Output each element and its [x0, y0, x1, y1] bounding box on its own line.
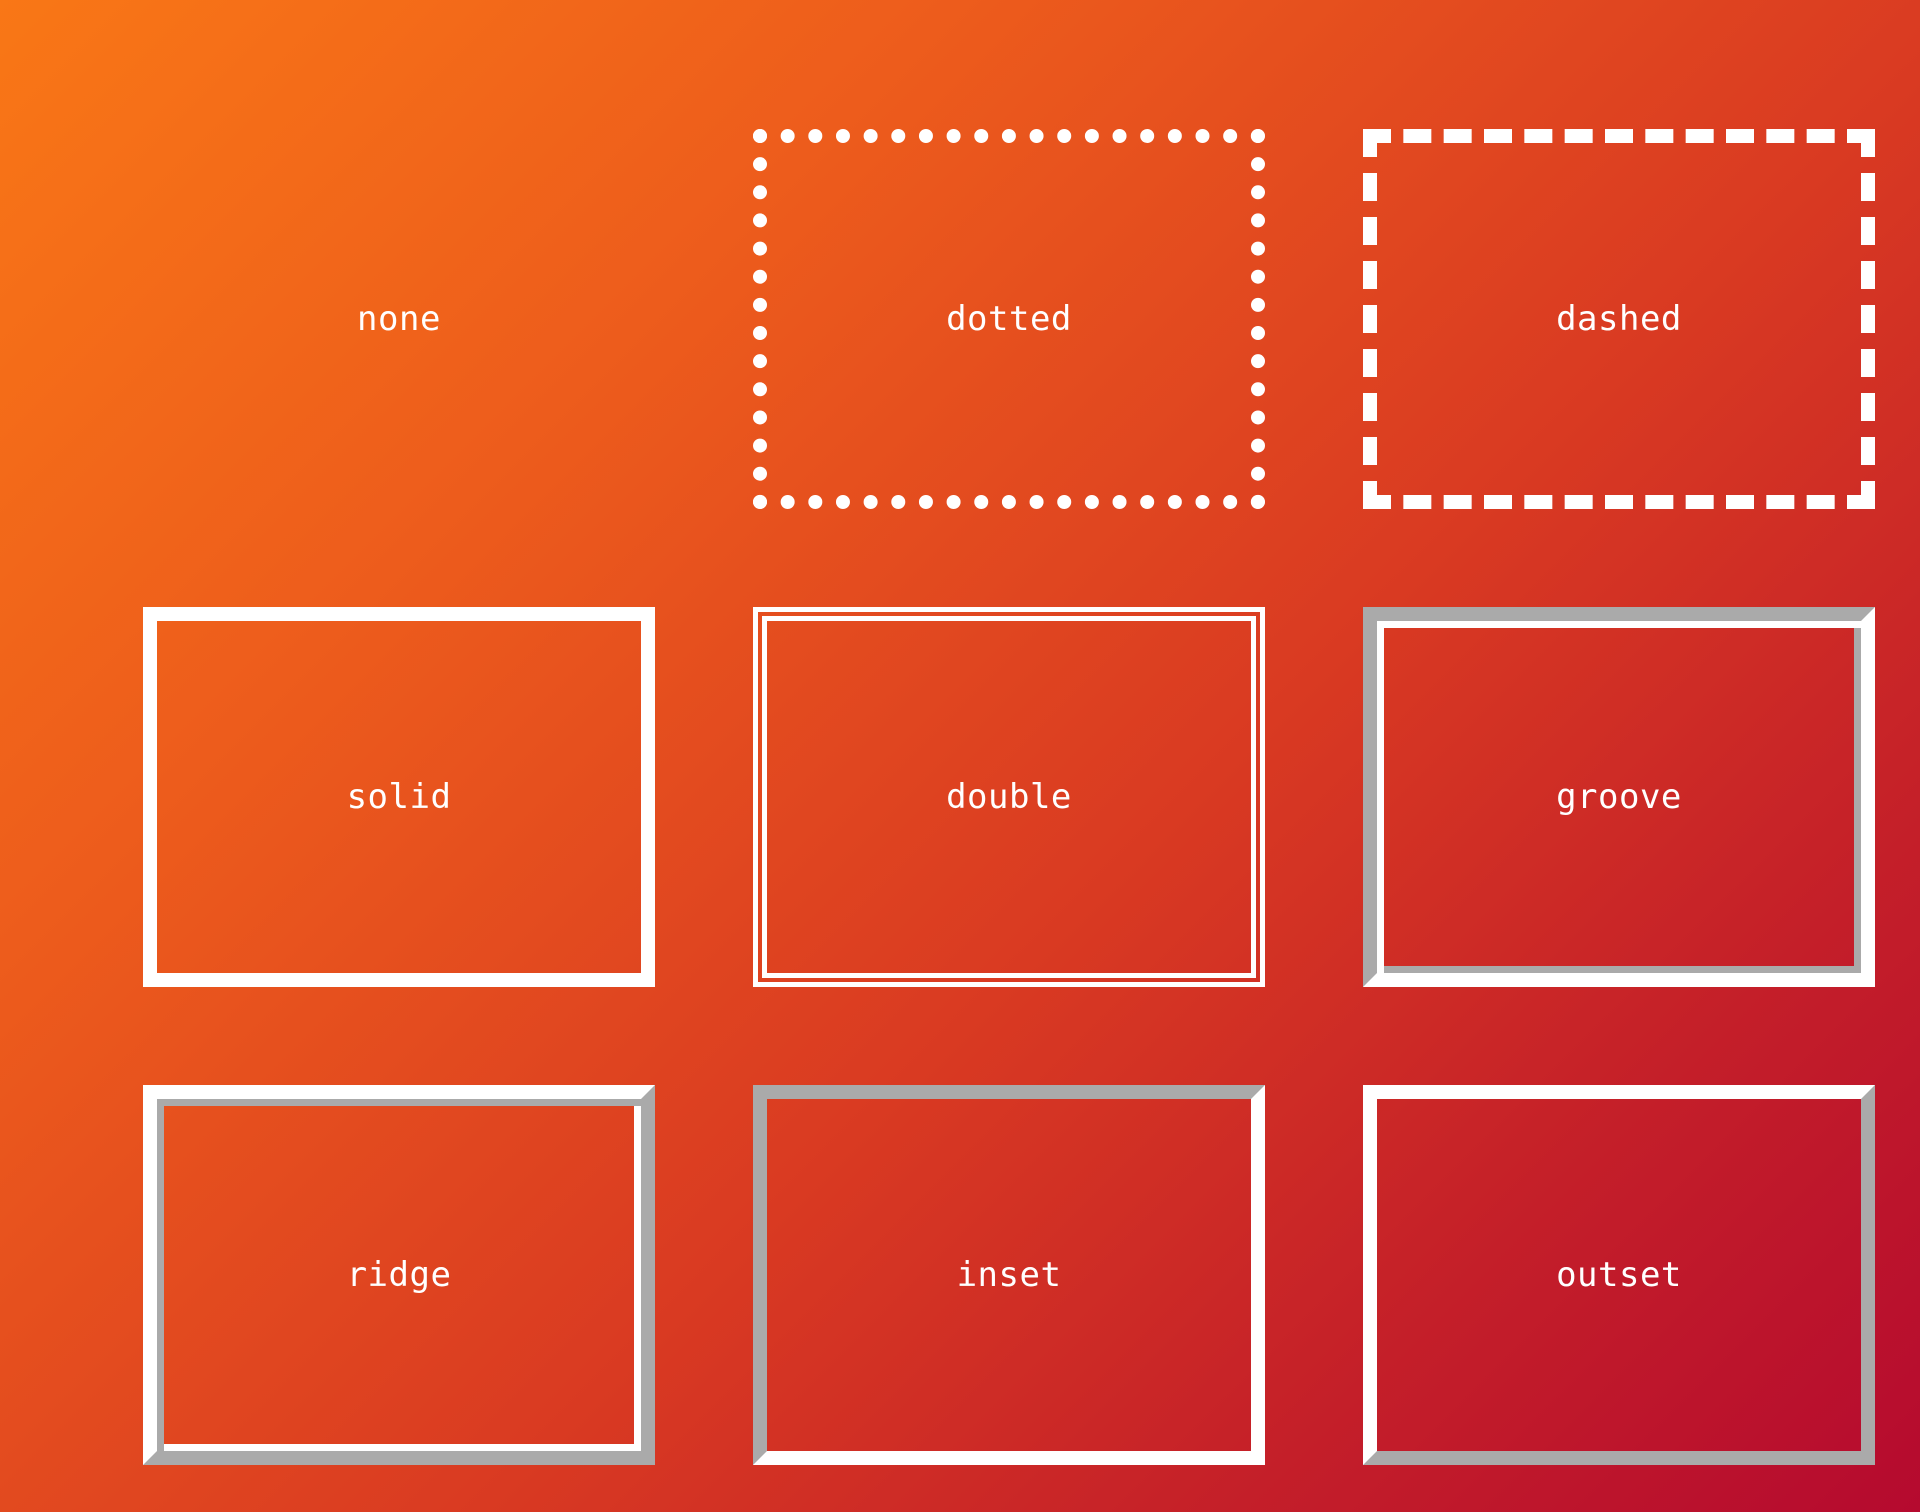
border-style-cell-outset: outset	[1363, 1085, 1875, 1465]
border-style-cell-dashed: dashed	[1363, 129, 1875, 509]
border-style-cell-ridge: ridge	[143, 1085, 655, 1465]
border-style-cell-solid: solid	[143, 607, 655, 987]
border-style-cell-inset: inset	[753, 1085, 1265, 1465]
border-style-label-none: none	[357, 299, 441, 339]
border-style-cell-double: double	[753, 607, 1265, 987]
border-style-label-double: double	[946, 777, 1072, 817]
border-style-label-solid: solid	[346, 777, 452, 817]
border-style-label-dotted: dotted	[946, 299, 1072, 339]
border-style-label-ridge: ridge	[346, 1255, 452, 1295]
border-style-grid: none dotted dashed solid double groove r…	[143, 129, 1875, 1465]
border-style-cell-groove: groove	[1363, 607, 1875, 987]
border-style-label-dashed: dashed	[1556, 299, 1682, 339]
border-style-cell-dotted: dotted	[753, 129, 1265, 509]
border-style-cell-none: none	[143, 129, 655, 509]
border-style-label-inset: inset	[956, 1255, 1062, 1295]
border-style-label-outset: outset	[1556, 1255, 1682, 1295]
border-style-label-groove: groove	[1556, 777, 1682, 817]
